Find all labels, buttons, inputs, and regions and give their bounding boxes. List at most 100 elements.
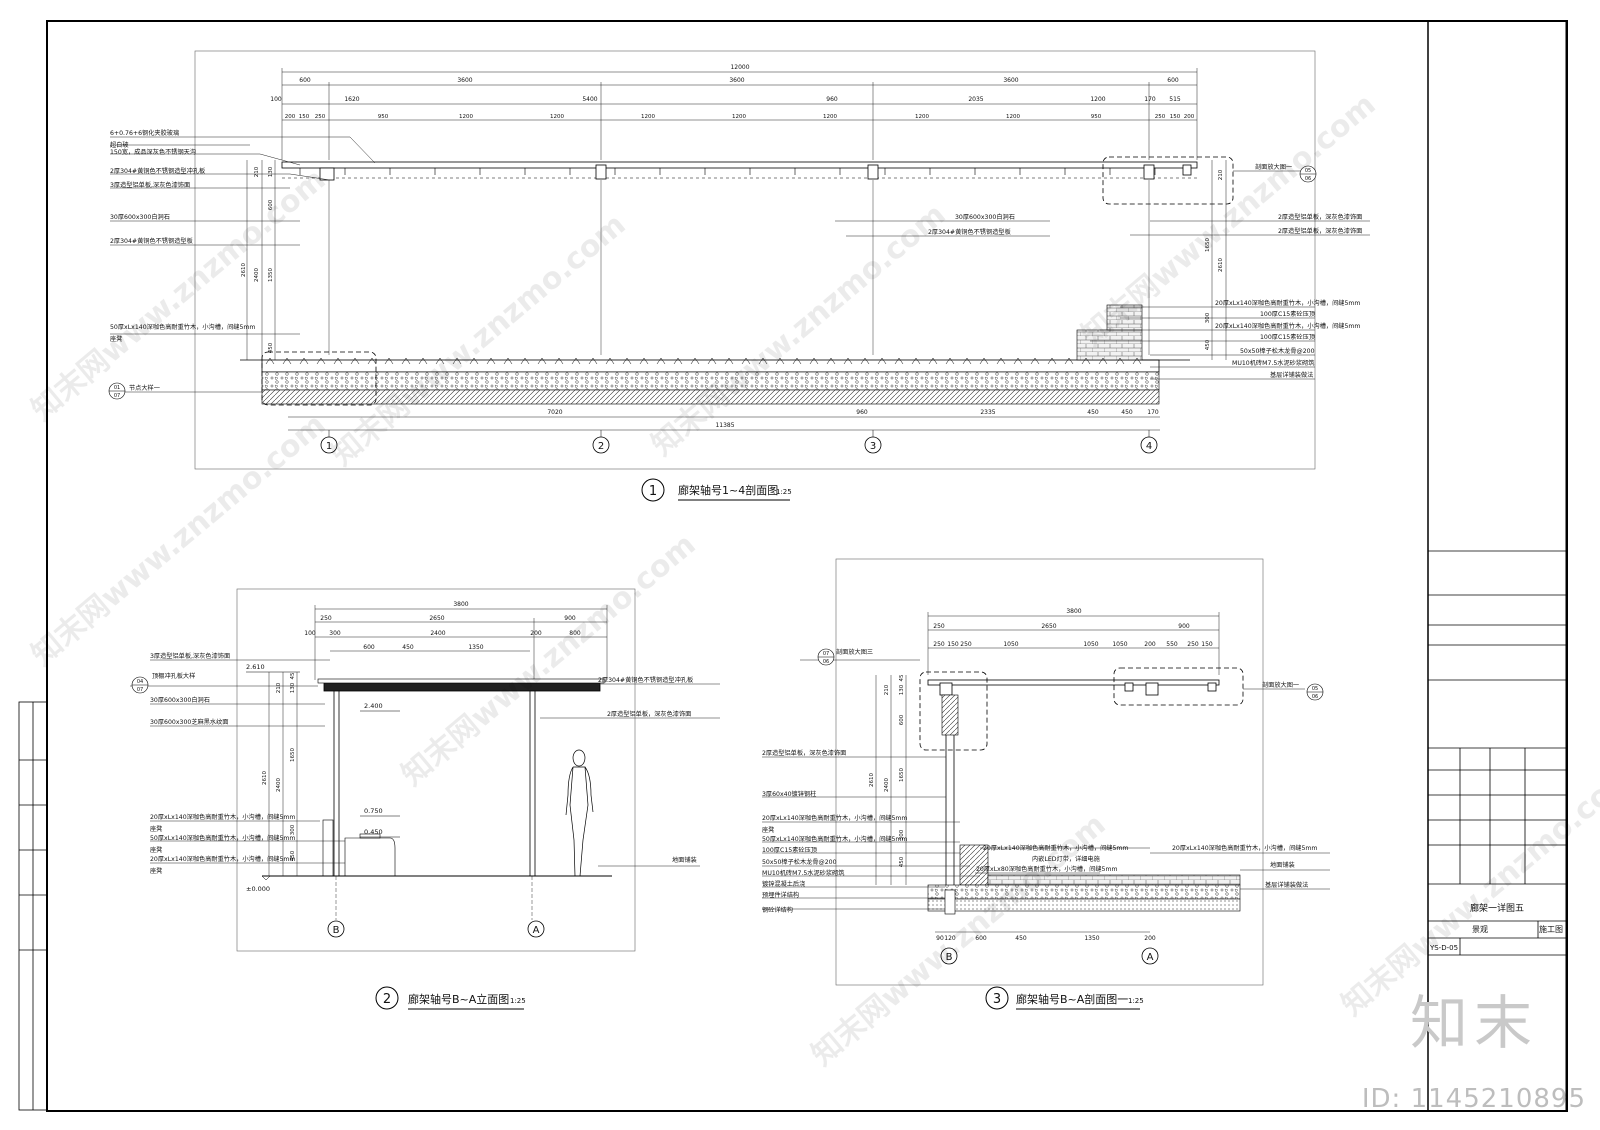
svg-text:3800: 3800 xyxy=(453,601,468,608)
d1-vertical-dims-left xyxy=(246,160,276,360)
svg-text:250: 250 xyxy=(933,641,945,648)
axis-label: A xyxy=(533,925,540,936)
id-label: ID: 1145210895 xyxy=(1361,1084,1586,1114)
svg-text:600: 600 xyxy=(363,644,375,651)
svg-text:1:25: 1:25 xyxy=(776,488,792,496)
slat-tick xyxy=(860,357,870,365)
slat-tick xyxy=(639,357,649,365)
slat-tick xyxy=(622,357,632,365)
svg-text:130: 130 xyxy=(899,684,905,695)
d1-labels-mid: 30厚600x300白洞石 2厚304#黄铜色不锈钢造型板 xyxy=(928,213,1015,236)
svg-text:2厚造型铝单板，深灰色漆饰面: 2厚造型铝单板，深灰色漆饰面 xyxy=(1278,227,1362,235)
svg-text:150宽，成品深灰色不锈钢天沟: 150宽，成品深灰色不锈钢天沟 xyxy=(110,148,196,156)
slat-tick xyxy=(469,357,479,365)
svg-text:05: 05 xyxy=(1305,168,1311,174)
slat-tick xyxy=(1047,357,1057,365)
svg-text:廊架轴号1~4剖面图: 廊架轴号1~4剖面图 xyxy=(678,483,778,497)
slat-tick xyxy=(996,357,1006,365)
svg-text:90: 90 xyxy=(936,935,944,942)
d2-viewport-frame xyxy=(236,588,636,952)
slat-tick xyxy=(877,357,887,365)
slat-tick xyxy=(401,357,411,365)
svg-text:2厚304#黄铜色不锈钢造型冲孔板: 2厚304#黄铜色不锈钢造型冲孔板 xyxy=(598,676,693,684)
d1-leader-lines-right xyxy=(1090,170,1370,380)
svg-text:250: 250 xyxy=(315,114,326,120)
axis-label: 2 xyxy=(598,441,604,452)
svg-text:20厚xLx140深咖色高耐重竹木，小沟槽，间缝5mm: 20厚xLx140深咖色高耐重竹木，小沟槽，间缝5mm xyxy=(150,855,295,863)
svg-text:250: 250 xyxy=(320,615,332,622)
svg-text:地面铺装: 地面铺装 xyxy=(1270,861,1295,869)
svg-text:06: 06 xyxy=(1312,694,1318,700)
d3-callout-bubble-right: 05 06 xyxy=(1306,683,1324,701)
svg-text:06: 06 xyxy=(1305,176,1311,182)
svg-text:900: 900 xyxy=(1178,623,1190,630)
d1-callout-bubble-left: 01 07 xyxy=(108,382,126,400)
svg-text:600: 600 xyxy=(268,199,274,210)
slat-tick xyxy=(588,357,598,365)
svg-text:200: 200 xyxy=(1144,935,1156,942)
d3-vertical-dims-text: 45 210 130 600 2610 2400 1650 300 450 xyxy=(869,674,905,867)
slat-tick xyxy=(826,357,836,365)
axis-label: B xyxy=(333,925,340,936)
svg-text:1200: 1200 xyxy=(459,114,473,120)
svg-text:300: 300 xyxy=(290,824,296,835)
slat-tick xyxy=(979,357,989,365)
svg-text:1200: 1200 xyxy=(641,114,655,120)
svg-text:950: 950 xyxy=(378,114,389,120)
axis-label: 4 xyxy=(1146,441,1152,452)
d3-detail-callout-left xyxy=(919,671,988,751)
svg-text:100厚C15素砼压顶: 100厚C15素砼压顶 xyxy=(1260,310,1315,318)
svg-text:01: 01 xyxy=(114,385,120,391)
slat-tick xyxy=(792,357,802,365)
svg-text:2335: 2335 xyxy=(980,409,995,416)
slat-tick xyxy=(282,357,292,365)
d2-labels: 3厚造型铝单板,深灰色漆饰面 顶棚冲孔板大样 2厚304#黄铜色不锈钢造型冲孔板… xyxy=(150,652,697,875)
svg-text:150: 150 xyxy=(1170,114,1181,120)
svg-text:130: 130 xyxy=(268,166,274,177)
svg-text:2400: 2400 xyxy=(884,778,890,792)
svg-text:0.450: 0.450 xyxy=(364,828,383,836)
svg-text:07: 07 xyxy=(137,687,143,693)
svg-text:200: 200 xyxy=(285,114,296,120)
d2-vertical-dims xyxy=(268,672,298,876)
svg-text:1650: 1650 xyxy=(290,748,296,762)
svg-text:100: 100 xyxy=(304,630,316,637)
d3-vertical-dims xyxy=(875,675,907,885)
svg-text:2400: 2400 xyxy=(430,630,445,637)
svg-text:2厚304#黄铜色不锈钢造型板: 2厚304#黄铜色不锈钢造型板 xyxy=(928,228,1011,236)
svg-text:200: 200 xyxy=(530,630,542,637)
svg-text:450: 450 xyxy=(1205,339,1211,350)
slat-tick xyxy=(265,357,275,365)
d1-labels-right: 剖面放大图一 2厚造型铝单板，深灰色漆饰面 2厚造型铝单板，深灰色漆饰面 20厚… xyxy=(1215,163,1362,379)
svg-text:3厚造型铝单板,深灰色漆饰面: 3厚造型铝单板,深灰色漆饰面 xyxy=(150,652,230,660)
d2-callout-bubble: 04 07 xyxy=(131,676,149,694)
left-binding-strip xyxy=(18,701,48,1111)
svg-text:1: 1 xyxy=(649,484,657,499)
svg-text:镀锌混凝土后浇: 镀锌混凝土后浇 xyxy=(762,880,805,888)
svg-text:顶棚冲孔板大样: 顶棚冲孔板大样 xyxy=(152,672,195,680)
svg-text:30厚600x300白洞石: 30厚600x300白洞石 xyxy=(955,213,1015,221)
svg-text:100厚C15素砼压顶: 100厚C15素砼压顶 xyxy=(762,846,817,854)
d3-roof xyxy=(927,679,1220,696)
svg-text:2610: 2610 xyxy=(869,773,875,787)
d1-ground-section xyxy=(240,304,1190,405)
slat-tick xyxy=(775,357,785,365)
slat-tick xyxy=(758,357,768,365)
slat-tick xyxy=(486,357,496,365)
d2-leaders xyxy=(130,659,720,867)
slat-tick xyxy=(928,357,938,365)
svg-text:600: 600 xyxy=(1167,77,1179,84)
slat-tick xyxy=(452,357,462,365)
svg-text:1200: 1200 xyxy=(550,114,564,120)
svg-text:450: 450 xyxy=(899,856,905,867)
svg-text:廊架轴号B~A剖面图一: 廊架轴号B~A剖面图一 xyxy=(1016,992,1128,1006)
d3-leaders xyxy=(762,659,1330,910)
svg-text:座凳: 座凳 xyxy=(150,867,162,875)
svg-text:170: 170 xyxy=(1147,409,1159,416)
slat-tick xyxy=(809,357,819,365)
svg-text:座凳: 座凳 xyxy=(110,335,122,343)
d3-title: 3 廊架轴号B~A剖面图一 1:25 xyxy=(985,986,1144,1010)
d3-bottom-dims: 90 120 600 450 1350 200 xyxy=(935,931,1156,942)
svg-text:节点大样一: 节点大样一 xyxy=(129,384,160,392)
d3-labels-right: 剖面放大图一 20厚xLx140深咖色高耐重竹木，小沟槽，间缝5mm 地面铺装 … xyxy=(1172,681,1317,889)
